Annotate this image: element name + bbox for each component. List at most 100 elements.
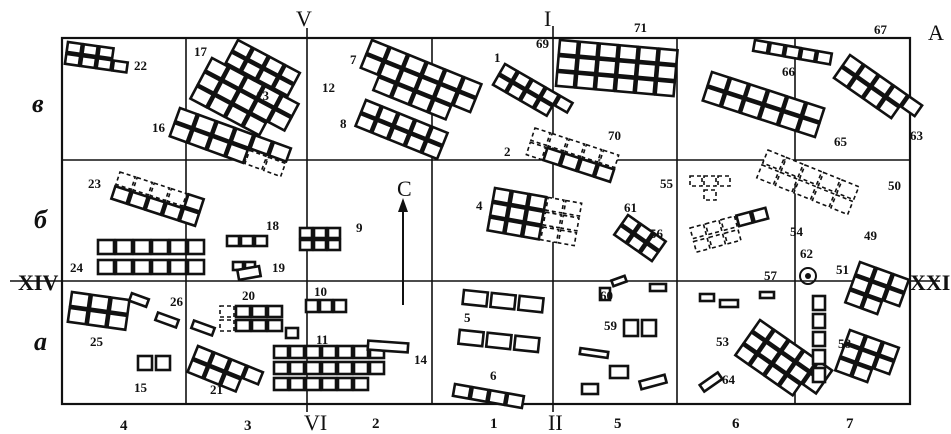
cluster-71-69 [554, 38, 679, 98]
roman-bottom-vi: VI [304, 410, 327, 434]
cluster-23 [109, 170, 206, 228]
feature-number: 16 [152, 120, 166, 135]
cluster-6 [451, 382, 526, 410]
feature-numbers: 22 17 12 13 7 8 16 1 6 9 71 2 70 66 67 65… [70, 20, 924, 397]
feature-number: 62 [800, 246, 813, 261]
cluster-2-70 [525, 126, 620, 184]
row-label-a: а [34, 327, 47, 356]
cluster-22 [63, 40, 130, 74]
feature-number: 11 [316, 332, 328, 347]
column-label-3: 3 [244, 418, 252, 434]
feature-number: 22 [134, 58, 147, 73]
feature-number: 6 [490, 368, 497, 383]
cluster-61 [612, 213, 668, 263]
feature-number: 7 [350, 52, 357, 67]
roman-top-v: V [296, 6, 312, 31]
feature-number: 60 [600, 288, 613, 303]
cluster-67 [751, 38, 834, 66]
feature-number: 14 [414, 352, 428, 367]
feature-number: 4 [476, 198, 483, 213]
feature-number: 26 [170, 294, 184, 309]
cluster-11 [272, 344, 386, 392]
corner-letter-a: А [928, 20, 944, 45]
feature-number: 53 [716, 334, 730, 349]
well-marker-62 [799, 267, 817, 285]
column-label-6: 6 [732, 416, 740, 432]
feature-number: 25 [90, 334, 104, 349]
cluster-59 [622, 318, 658, 338]
cluster-53 [733, 318, 834, 398]
cluster-4 [486, 186, 583, 247]
feature-number: 21 [210, 382, 223, 397]
roman-right-xxi: XXI [910, 270, 950, 295]
feature-number: 59 [604, 318, 618, 333]
feature-number: 15 [134, 380, 148, 395]
column-label-2: 2 [372, 416, 380, 432]
cluster-xxi [843, 260, 911, 316]
scattered-stones [127, 264, 776, 396]
feature-number: 12 [322, 80, 335, 95]
cluster-16 [168, 106, 293, 178]
cluster-20 [219, 304, 284, 333]
cluster-9 [298, 226, 342, 252]
cluster-8 [353, 98, 450, 161]
feature-number: 63 [910, 128, 924, 143]
roman-top-i: I [544, 6, 551, 31]
feature-number: 65 [834, 134, 848, 149]
feature-number: 70 [608, 128, 621, 143]
feature-number: 49 [864, 228, 878, 243]
cluster-55 [755, 148, 860, 216]
feature-number: 56 [650, 226, 664, 241]
cluster-13 [188, 56, 301, 137]
cluster-14 [366, 339, 410, 354]
column-stack-57 [811, 294, 827, 384]
cluster-7 [359, 38, 484, 122]
column-label-5: 5 [614, 416, 622, 432]
feature-number: 57 [764, 268, 778, 283]
cluster-1 [491, 62, 575, 118]
feature-number: 50 [888, 178, 901, 193]
roman-left-xiv: XIV [18, 270, 58, 295]
column-label-7: 7 [846, 416, 854, 432]
feature-number: 18 [266, 218, 280, 233]
feature-number: 1 [494, 50, 501, 65]
feature-number: 23 [88, 176, 102, 191]
feature-number: 66 [782, 64, 796, 79]
plan-frame [60, 36, 912, 406]
cluster-15 [136, 354, 172, 372]
feature-number: 71 [634, 20, 647, 35]
feature-number: 13 [256, 88, 270, 103]
roman-bottom-ii: II [548, 410, 563, 434]
row-label-v: в [32, 89, 44, 118]
column-label-4: 4 [120, 418, 128, 434]
feature-number: 55 [660, 176, 674, 191]
feature-number: 64 [722, 372, 736, 387]
feature-number: 58 [838, 336, 852, 351]
feature-number: 51 [836, 262, 849, 277]
feature-number: 24 [70, 260, 84, 275]
feature-number: 9 [356, 220, 363, 235]
feature-number: 19 [272, 260, 286, 275]
north-arrow [398, 198, 408, 305]
feature-number: 67 [874, 22, 888, 37]
cluster-55b [689, 175, 731, 201]
feature-number: 8 [340, 116, 347, 131]
feature-number: 10 [314, 284, 327, 299]
north-letter: С [397, 176, 412, 201]
cluster-56 [689, 206, 770, 254]
feature-number: 54 [790, 224, 804, 239]
cluster-5 [456, 288, 545, 354]
row-label-b: б [34, 205, 48, 234]
feature-number: 20 [242, 288, 255, 303]
cluster-10 [304, 298, 348, 314]
cluster-58 [833, 328, 901, 384]
feature-number: 2 [504, 144, 511, 159]
cluster-17-12 [224, 38, 302, 98]
feature-number: 17 [194, 44, 208, 59]
column-label-1: 1 [490, 416, 498, 432]
cluster-66-65 [701, 70, 826, 139]
cluster-63 [832, 53, 924, 120]
feature-number: 61 [624, 200, 637, 215]
cluster-21 [185, 344, 265, 394]
